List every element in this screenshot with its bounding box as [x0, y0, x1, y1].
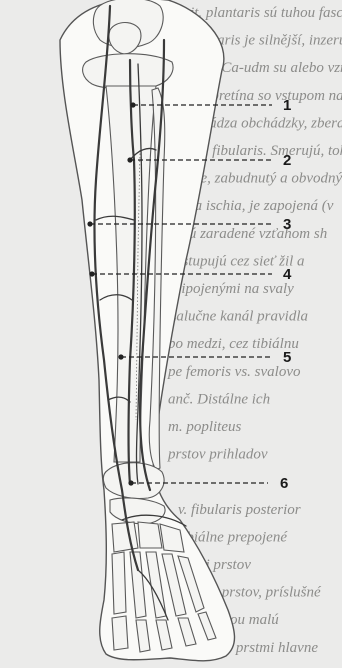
callout-dot: [128, 480, 133, 485]
background-text-line: bo medzi, cez tibiálnu: [168, 336, 299, 352]
talus: [103, 463, 164, 499]
background-text-line: pe femoris vs. svalovo: [167, 364, 301, 380]
callout-number: 5: [283, 349, 291, 366]
callout-dot: [87, 221, 92, 226]
callout-dot: [118, 354, 123, 359]
background-text-line: anč. Distálne ich: [168, 391, 270, 407]
callout-number: 4: [283, 266, 292, 283]
callout-number: 3: [283, 216, 291, 233]
callout-dot: [127, 157, 132, 162]
background-text-line: prstov prihladov: [167, 447, 268, 463]
background-text-line: m. popliteus: [168, 419, 241, 435]
tibia-head: [83, 54, 173, 89]
background-text-line: pripojenými na svaly: [167, 281, 294, 297]
callout-dot: [130, 102, 135, 107]
callout-number: 2: [283, 152, 291, 169]
background-text-line: v. fibularis posterior: [178, 502, 301, 518]
background-text-line: Žalučne kanál pravidla: [168, 308, 308, 325]
callout-number: 1: [283, 97, 291, 114]
callout-number: 6: [280, 475, 288, 492]
callout-dot: [89, 271, 94, 276]
